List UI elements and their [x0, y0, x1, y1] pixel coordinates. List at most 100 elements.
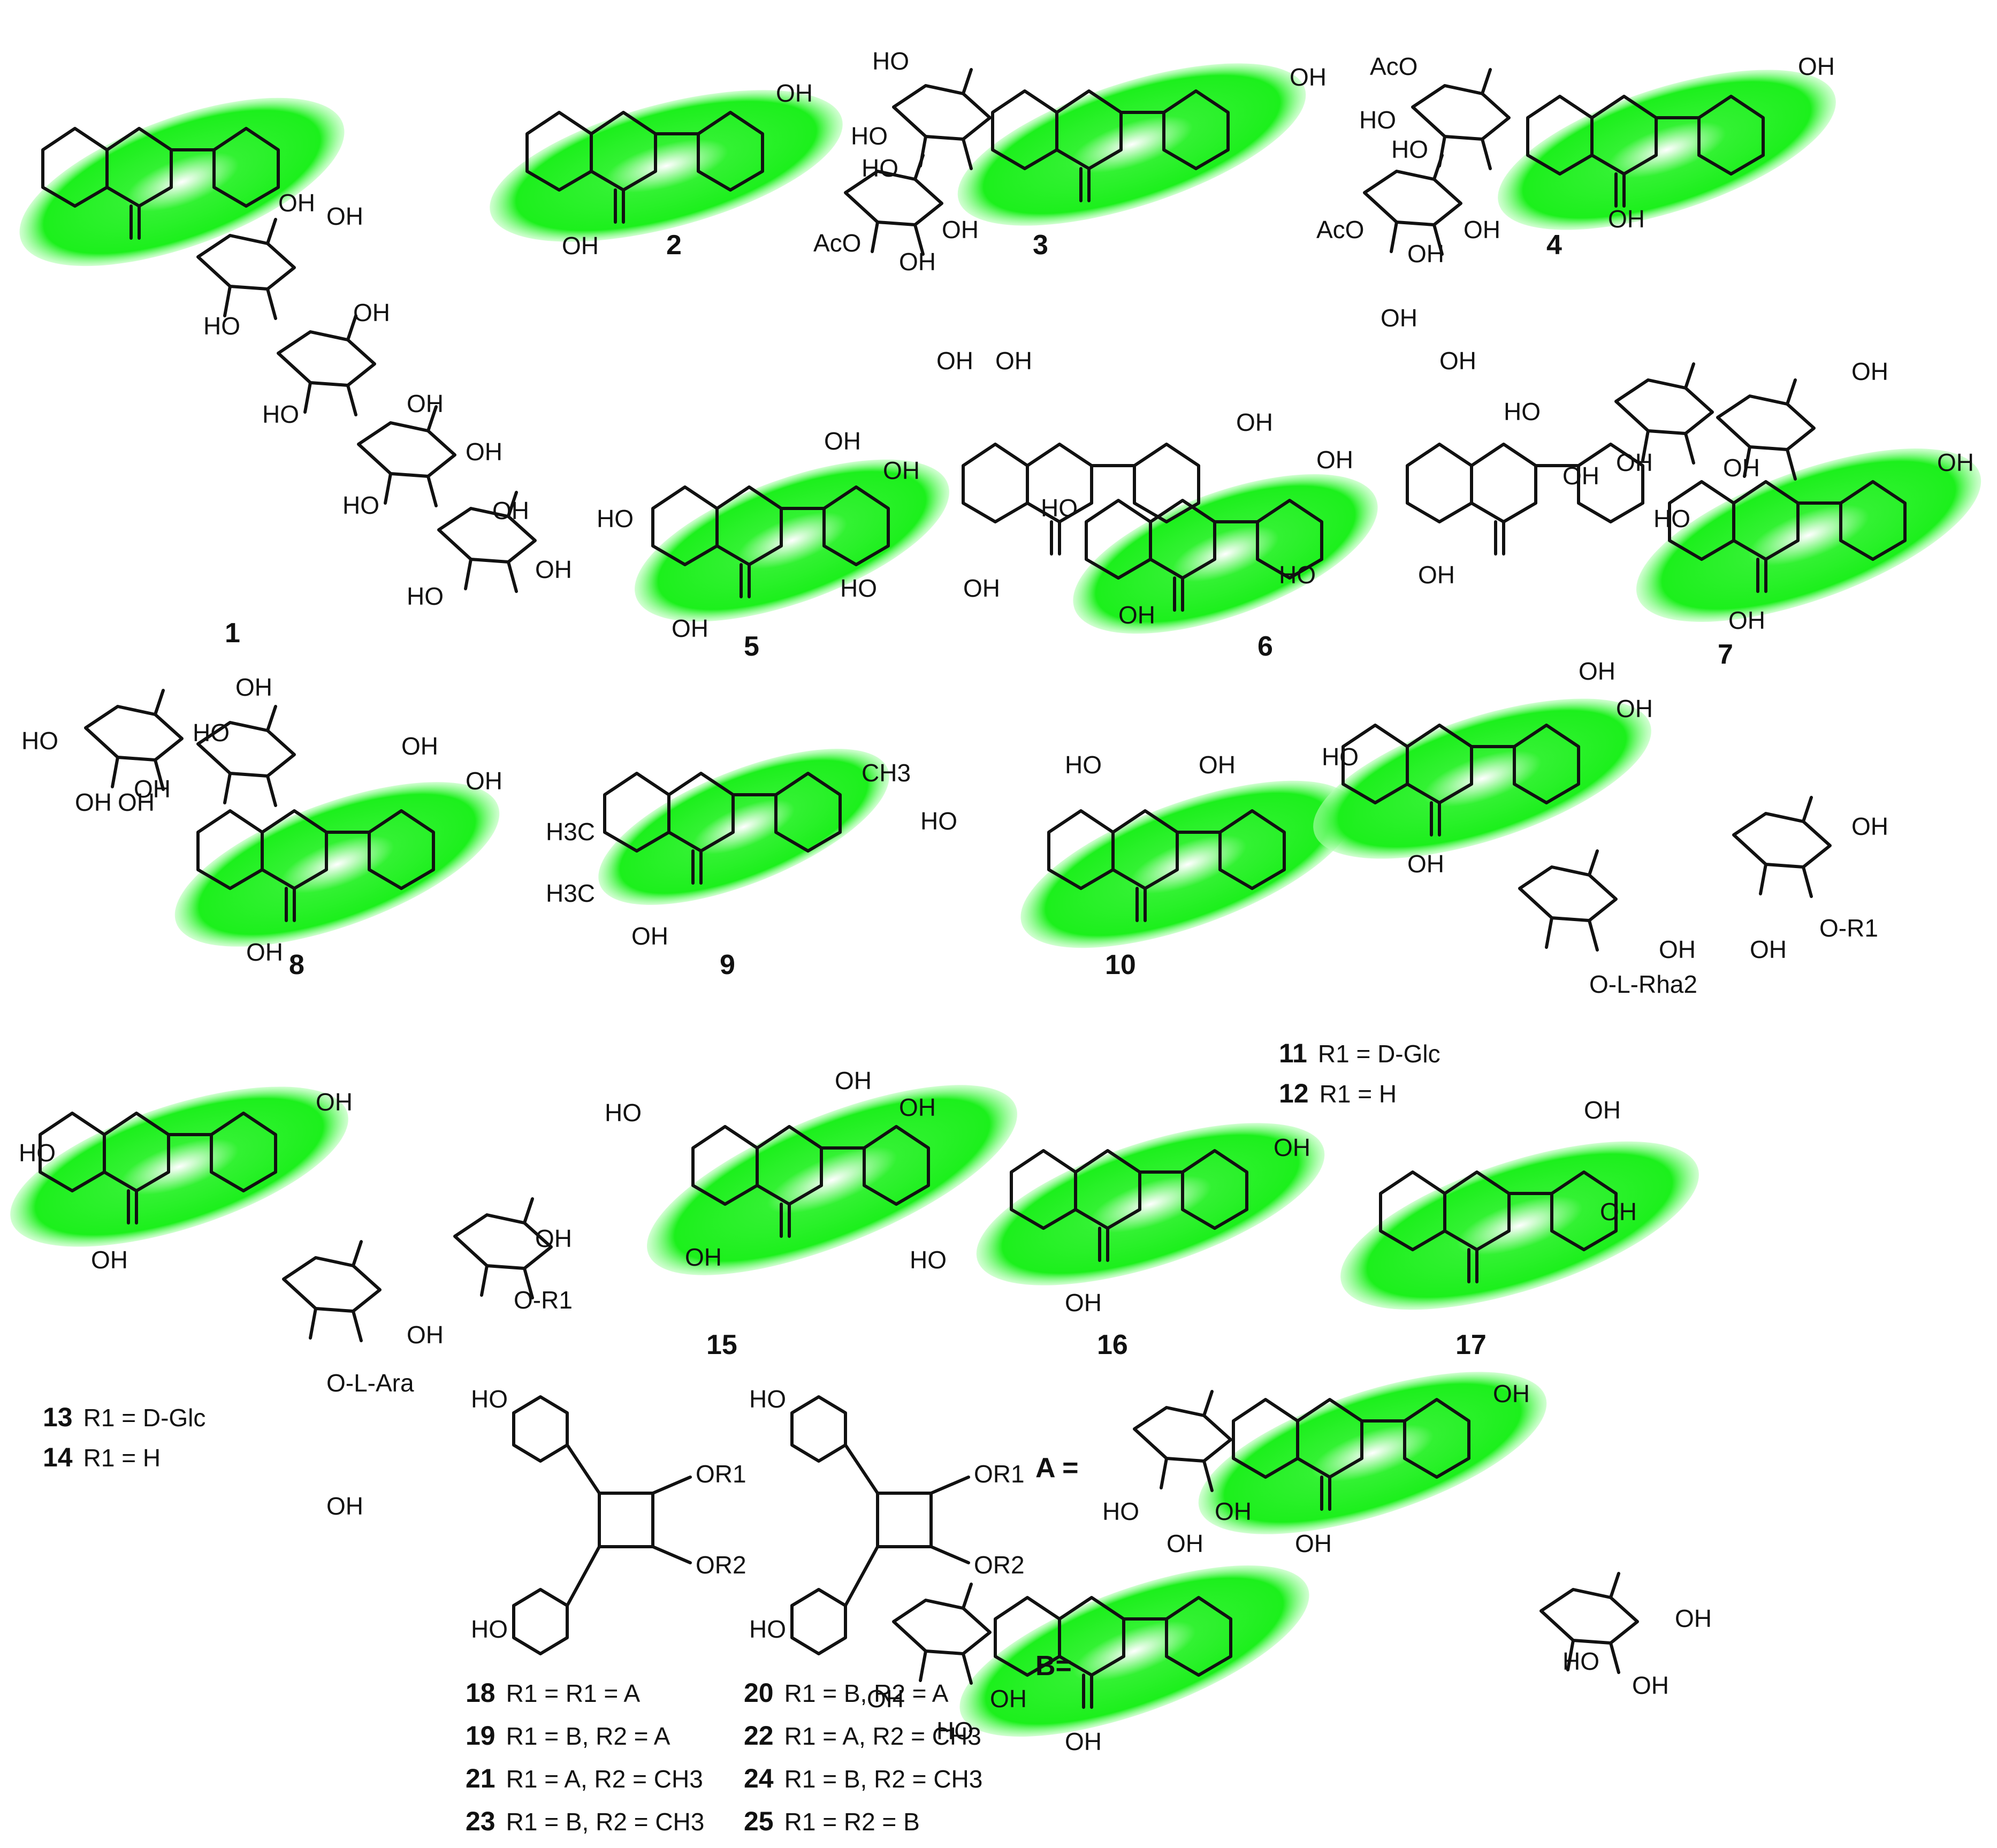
label-8-5: OH: [75, 788, 112, 816]
label-1-2: OH: [353, 299, 390, 326]
compound-number-17: 17: [1455, 1329, 1487, 1360]
label-5-0: OH: [936, 347, 973, 375]
highlight-7: [1636, 448, 1981, 622]
label-4-1: OH: [1608, 205, 1645, 233]
sugar-11b: [1734, 797, 1830, 896]
label-1-3: OH: [407, 390, 444, 417]
label-10-2: HO: [920, 807, 957, 835]
label-1-1: OH: [326, 202, 363, 230]
label-1-9: HO: [342, 491, 379, 519]
label-17-1: OH: [1600, 1198, 1637, 1226]
label-7-6: OH: [1562, 462, 1599, 490]
label-8-7: HO: [193, 719, 230, 747]
label-9-1: H3C: [546, 818, 595, 846]
label-6-5: OH: [1118, 601, 1155, 629]
compound-number-2: 2: [666, 230, 682, 261]
compound-number-15: 15: [706, 1329, 737, 1360]
highlight-16: [976, 1123, 1325, 1286]
label-3-4: OH: [942, 216, 979, 244]
compound-number-5: 5: [744, 631, 759, 662]
label-3-3: HO: [862, 154, 898, 182]
compound-number-7: 7: [1718, 639, 1733, 670]
label-18-ho-top: HO: [471, 1385, 508, 1413]
label-20-or1: OR1: [974, 1460, 1025, 1488]
label-8-6: OH: [118, 788, 155, 816]
label-13-0: OH: [316, 1088, 353, 1116]
highlight-5: [635, 459, 949, 622]
label-8-2: OH: [246, 938, 283, 966]
label-A-1: HO: [1102, 1497, 1139, 1525]
label-1-0: OH: [278, 189, 315, 217]
label-3-5: OH: [899, 248, 936, 276]
label-A-4: OH: [1295, 1530, 1332, 1557]
label-5-7: OH: [963, 574, 1000, 602]
label-2-1: OH: [562, 232, 599, 260]
label-10-0: HO: [1065, 751, 1102, 779]
label-6-0: OH: [1381, 304, 1417, 332]
label-7-4: OH: [1723, 454, 1760, 482]
label-4-3: HO: [1391, 135, 1428, 163]
label-A-2: OH: [1167, 1530, 1203, 1557]
label-11-6: OH: [1851, 812, 1888, 840]
label-11-4: OH: [1659, 936, 1696, 963]
label-8-1: OH: [466, 767, 502, 795]
cyclobutane-20: [790, 1395, 970, 1655]
label-15-3: OH: [685, 1243, 722, 1271]
label-B-2: OH: [1632, 1671, 1669, 1699]
label-6-3: OH: [1316, 446, 1353, 474]
label-13-1: HO: [19, 1139, 56, 1167]
label-11-3: OH: [1407, 850, 1444, 878]
label-5-1: OH: [995, 347, 1032, 375]
highlight-8: [174, 782, 500, 947]
label-3-6: AcO: [813, 229, 861, 257]
compound-number-1: 1: [225, 618, 240, 649]
label-B-1: HO: [1562, 1647, 1599, 1675]
label-7-5: HO: [1504, 398, 1541, 425]
label-7-1: HO: [1653, 505, 1690, 533]
compound-number-4: 4: [1546, 230, 1562, 261]
label-4-7: AcO: [1316, 216, 1364, 244]
highlight-17: [1340, 1141, 1699, 1310]
label-6-2: OH: [1236, 408, 1273, 436]
label-13-4: OH: [407, 1321, 444, 1349]
label-11-8: O-L-Rha2: [1589, 970, 1697, 998]
label-18-ho-bottom: HO: [471, 1615, 508, 1643]
label-20-or2: OR2: [974, 1551, 1025, 1579]
label-8-4: OH: [134, 775, 171, 803]
highlight-3: [957, 63, 1306, 226]
label-4-2: HO: [1359, 106, 1396, 134]
label-4-5: OH: [1407, 240, 1444, 268]
label-4-0: OH: [1798, 52, 1835, 80]
core-highlights: [10, 63, 1981, 1737]
sugar-11a: [1520, 851, 1616, 950]
label-1-5: OH: [492, 497, 529, 524]
label-8-0: OH: [401, 732, 438, 760]
label-15-2: HO: [605, 1099, 642, 1127]
label-2-0: OH: [776, 79, 813, 107]
label-13-5: O-R1: [514, 1286, 573, 1314]
label-A-3: OH: [1215, 1497, 1252, 1525]
label-13-3: OH: [535, 1225, 572, 1252]
compound-number-10: 10: [1105, 949, 1136, 980]
highlight-13: [10, 1086, 348, 1247]
label-5-3: OH: [883, 457, 920, 484]
compound-number-9: 9: [720, 949, 735, 980]
label-3-2: HO: [851, 122, 888, 150]
label-9-0: CH3: [862, 759, 911, 787]
label-B-0: OH: [1675, 1604, 1712, 1632]
label-A-0: OH: [1493, 1380, 1530, 1408]
label-15-1: OH: [899, 1093, 936, 1121]
label-11-5: OH: [1750, 936, 1787, 963]
sugar-3a: [894, 70, 990, 169]
label-6-4: HO: [1041, 494, 1078, 522]
sugar-B1: [894, 1584, 990, 1683]
label-15-0: OH: [835, 1067, 872, 1094]
label-16-1: HO: [910, 1246, 947, 1274]
label-8-3: HO: [21, 727, 58, 755]
